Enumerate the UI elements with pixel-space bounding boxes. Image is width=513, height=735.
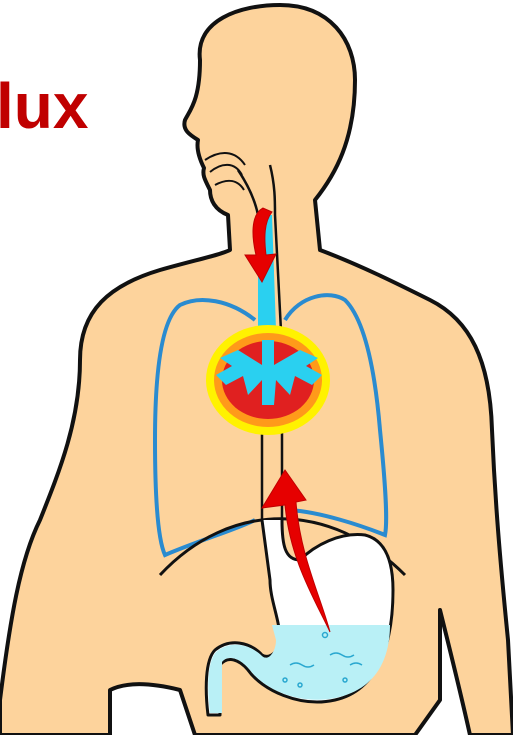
diagram-title-fragment: lux xyxy=(0,74,88,138)
